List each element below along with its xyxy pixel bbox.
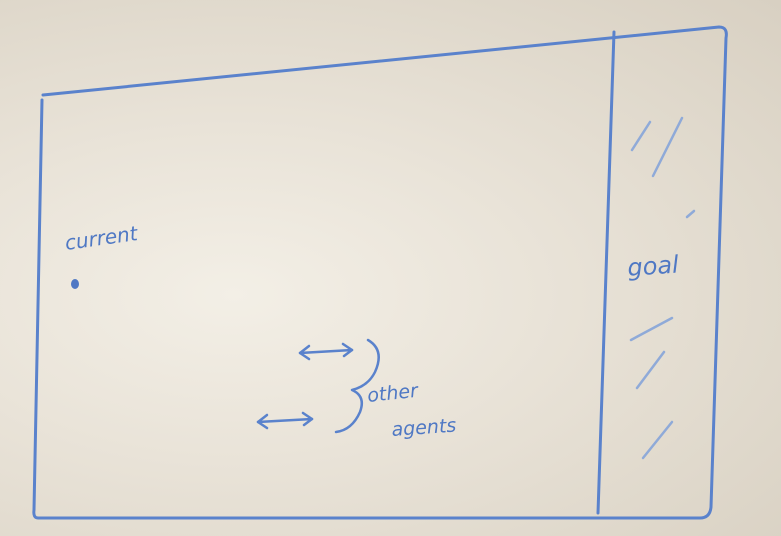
agent-arrow-1: [298, 342, 354, 361]
other-label: other: [366, 380, 420, 407]
environment-boundary: [32, 25, 728, 520]
goal-divider: [596, 30, 616, 515]
agent-arrow-2: [256, 411, 314, 430]
current-label: current: [63, 221, 140, 255]
agents-label: agents: [391, 415, 457, 441]
agents-brace: [334, 338, 380, 434]
goal-hatching: [629, 116, 696, 460]
current-agent-dot: [71, 279, 79, 289]
goal-label: goal: [626, 250, 679, 282]
